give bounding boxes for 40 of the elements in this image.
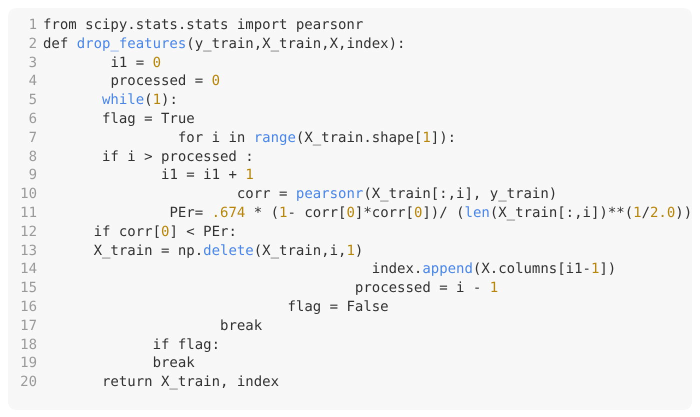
line-number: 1 (28, 16, 37, 35)
line-number: 10 (19, 185, 37, 204)
code-line: corr = pearsonr(X_train[:,i], y_train) (236, 185, 558, 204)
line-number: 2 (28, 34, 37, 54)
line-number: 11 (19, 204, 37, 223)
line-number: 8 (28, 148, 37, 166)
code-line: if i > processed : (102, 148, 254, 166)
line-number: 7 (28, 128, 37, 148)
line-number: 3 (28, 54, 37, 72)
line-number: 4 (28, 72, 37, 92)
line-number: 9 (28, 166, 37, 186)
line-number: 14 (19, 260, 37, 280)
code-line: index.append(X.columns[i1-1]) (372, 260, 616, 280)
code-line: if corr[0] < PEr: (94, 222, 237, 242)
line-number: 6 (28, 110, 37, 129)
code-line: flag = False (287, 298, 389, 317)
line-number: 5 (28, 91, 37, 110)
code-line: if flag: (152, 336, 220, 354)
code-line: break (152, 354, 195, 374)
code-line: return X_train, index (102, 373, 280, 392)
line-number: 19 (19, 354, 37, 374)
code-line: break (220, 316, 262, 336)
code-line: while(1): (102, 91, 178, 110)
line-number: 15 (19, 279, 37, 298)
line-number: 18 (19, 336, 37, 354)
line-number: 17 (19, 316, 37, 336)
code-line: i1 = i1 + 1 (161, 166, 254, 186)
line-number: 20 (19, 373, 37, 392)
code-line: processed = 0 (110, 72, 220, 92)
code-line: PEr= .674 * (1- corr[0]*corr[0])/ (len(X_train[:,i])**(1/2.0)) (169, 204, 692, 223)
code-line: processed = i - 1 (354, 279, 498, 298)
code-line: flag = True (102, 110, 195, 129)
line-number: 12 (19, 222, 37, 242)
code-line: i1 = 0 (110, 54, 162, 72)
code-line: X_train = np.delete(X_train,i,1) (94, 242, 364, 260)
code-line: from scipy.stats.stats import pearsonr (43, 16, 364, 35)
code-line: def drop_features(y_train,X_train,X,index): (43, 34, 406, 54)
line-number: 13 (19, 242, 37, 260)
code-line: for i in range(X_train.shape[1]): (178, 128, 456, 148)
line-number: 16 (19, 298, 37, 317)
